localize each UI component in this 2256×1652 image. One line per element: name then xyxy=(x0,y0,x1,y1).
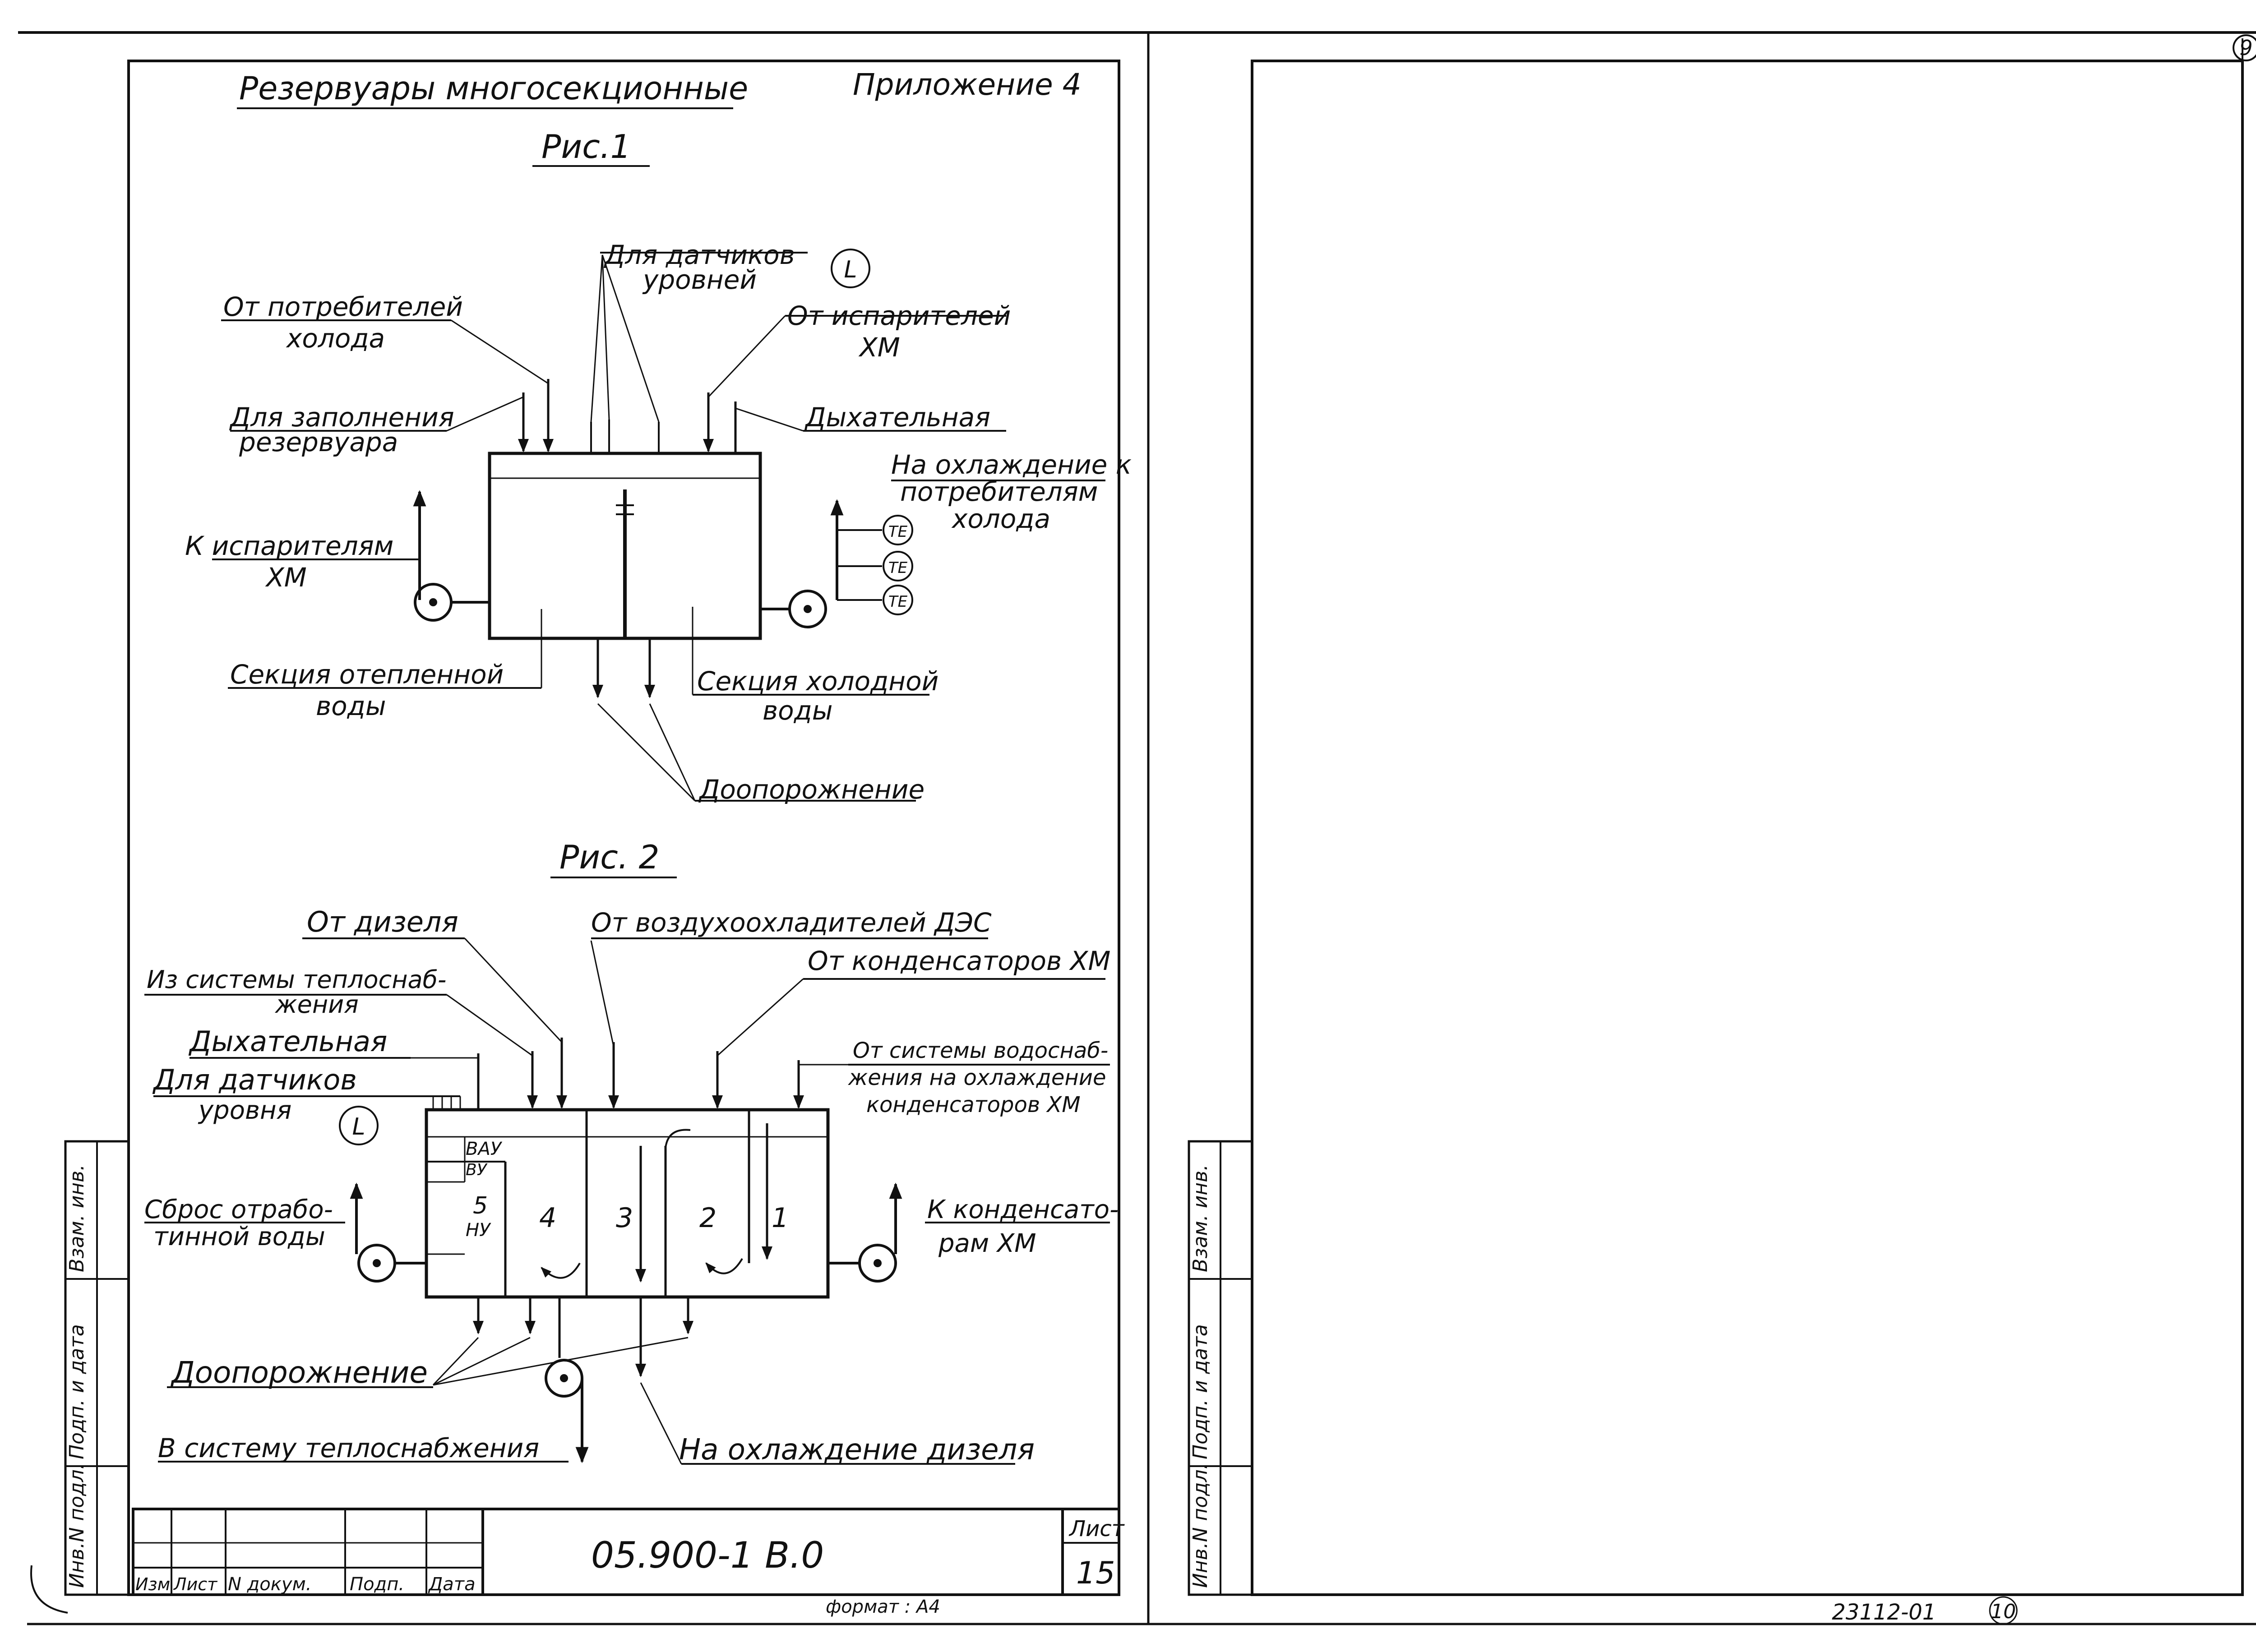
corner-mark xyxy=(30,1565,68,1614)
fig2-from-condensers: От конденсаторов ХМ xyxy=(808,946,1110,976)
fig1-cold-1: Секция холодной xyxy=(697,666,938,697)
footer-page-number: 10 xyxy=(1989,1596,2018,1625)
appendix-label: Приложение 4 xyxy=(853,67,1082,102)
stamp-list: Лист xyxy=(173,1574,218,1594)
label-text: 9 xyxy=(2239,36,2252,60)
format-label: формат : А4 xyxy=(826,1597,940,1617)
side-label-sign: Подп. и дата xyxy=(65,1324,88,1459)
fig2-to-cond-1: К конденсато- xyxy=(927,1195,1119,1224)
footer-code: 23112-01 xyxy=(1832,1600,1936,1625)
figure-1: Рис.1 L Для датчиков уровней xyxy=(185,128,1132,805)
side-label-replace: Взам. инв. xyxy=(65,1164,88,1272)
fig1-drain: Доопорожнение xyxy=(698,774,925,805)
fig2-drain: Доопорожнение xyxy=(170,1355,428,1390)
fig1-breathing: Дыхательная xyxy=(804,402,990,433)
fig2-to-cond-2: рам ХМ xyxy=(938,1229,1036,1258)
fig2-caption: Рис. 2 xyxy=(559,838,659,876)
fig1-consumers-2: холода xyxy=(286,323,385,354)
fig1-cold-2: воды xyxy=(763,695,833,726)
fig1-consumers-1: От потребителей xyxy=(223,291,463,322)
fig1-fill-2: резервуара xyxy=(239,427,398,457)
fig1-cooling-3: холода xyxy=(951,503,1050,534)
fig2-water-2: жения на охлаждение xyxy=(848,1065,1106,1090)
te-symbol-2: TE xyxy=(888,559,908,577)
fig2-vu: ВУ xyxy=(466,1161,488,1179)
section-3: 3 xyxy=(616,1202,633,1234)
side-label-inv-2: Инв.N подл. xyxy=(1189,1463,1212,1588)
fig1-warm-2: воды xyxy=(316,691,386,721)
fig1-to-evap-1: К испарителям xyxy=(185,531,393,561)
sheet-number: 15 xyxy=(1076,1555,1115,1591)
fig2-tank xyxy=(425,1108,830,1299)
stamp-doc: N докум. xyxy=(228,1574,312,1595)
te-symbol-3: TE xyxy=(888,593,908,611)
fig2-diesel-cooling: На охлаждение дизеля xyxy=(679,1433,1035,1467)
doc-code: 05.900-1 В.0 xyxy=(591,1534,824,1576)
side-label-inv: Инв.N подл. xyxy=(65,1463,88,1588)
fig2-water-3: конденсаторов ХМ xyxy=(866,1092,1081,1117)
fig2-to-heating: В систему теплоснабжения xyxy=(158,1433,539,1463)
fig1-level-symbol: L xyxy=(844,256,857,283)
section-5: 5 xyxy=(473,1192,488,1219)
fig1-warm-1: Секция отепленной xyxy=(230,659,504,690)
right-side-strip: Инв.N подл. Подп. и дата Взам. инв. xyxy=(1188,1140,1253,1596)
title-block: Изм Лист N докум. Подп. Дата 05.900-1 В.… xyxy=(132,1508,1125,1596)
figure-2: Рис. 2 ВАУ ВУ НУ 5 4 3 2 1 xyxy=(144,838,1119,1467)
fig1-caption: Рис.1 xyxy=(541,128,631,166)
sheet-label: Лист xyxy=(1068,1516,1125,1541)
side-label-replace-2: Взам. инв. xyxy=(1189,1164,1212,1272)
stamp-izm: Изм xyxy=(135,1574,170,1594)
fig2-sensors-2: уровня xyxy=(198,1096,291,1125)
fig2-water-1: От системы водоснаб- xyxy=(853,1038,1108,1063)
fig2-heating-2: жения xyxy=(274,990,359,1019)
left-side-strip: Инв.N подл. Подп. и дата Взам. инв. xyxy=(64,1140,130,1596)
fig2-heating-1: Из системы теплоснаб- xyxy=(147,965,446,994)
section-2: 2 xyxy=(699,1202,717,1234)
section-4: 4 xyxy=(539,1202,556,1234)
fig2-waste-1: Сброс отрабо- xyxy=(144,1195,333,1224)
fig2-level-symbol: L xyxy=(352,1113,365,1140)
te-symbol-1: TE xyxy=(888,523,908,541)
fig1-sensors-1: Для датчиков xyxy=(603,240,795,270)
label-text: 10 xyxy=(1991,1600,2016,1623)
fig1-sensors-2: уровней xyxy=(642,264,757,295)
top-page-number: 9 xyxy=(2233,34,2256,61)
fig2-nu: НУ xyxy=(466,1220,491,1241)
stamp-sign: Подп. xyxy=(350,1574,404,1595)
section-1: 1 xyxy=(772,1202,789,1234)
sheet-title: Резервуары многосекционные xyxy=(239,70,748,107)
fig2-vau: ВАУ xyxy=(466,1139,503,1159)
stamp-date: Дата xyxy=(428,1574,476,1595)
fig1-cooling-2: потребителям xyxy=(900,476,1098,507)
fig2-waste-2: тинной воды xyxy=(153,1222,325,1251)
fig1-evaporators-1: От испарителей xyxy=(787,300,1011,331)
fig1-cooling-1: На охлаждение к xyxy=(891,449,1132,480)
fig2-from-diesel: От дизеля xyxy=(307,905,458,938)
side-label-sign-2: Подп. и дата xyxy=(1189,1324,1212,1459)
fig2-from-air-coolers: От воздухоохладителей ДЭС xyxy=(591,907,992,938)
fig2-breathing: Дыхательная xyxy=(188,1025,387,1058)
fig2-sensors-1: Для датчиков xyxy=(152,1063,357,1096)
fig1-fill-1: Для заполнения xyxy=(229,402,454,433)
fig1-evaporators-2: ХМ xyxy=(858,332,900,363)
fig1-to-evap-2: ХМ xyxy=(265,562,307,593)
